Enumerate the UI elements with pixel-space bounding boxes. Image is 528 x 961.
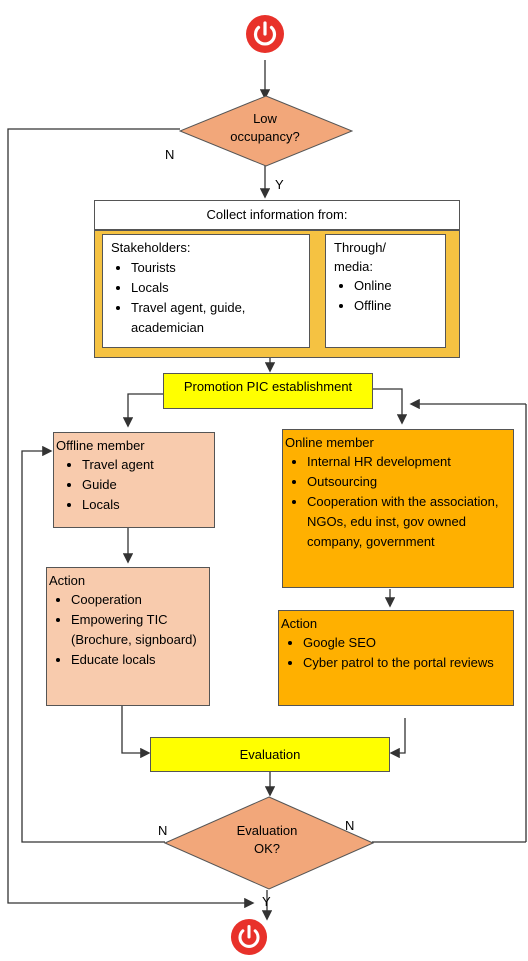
evaluation-label: Evaluation (239, 747, 301, 762)
list-item: Guide (82, 475, 214, 495)
stakeholders-box: Stakeholders: Tourists Locals Travel age… (102, 234, 310, 348)
list-item: Internal HR development (307, 452, 513, 472)
action-left-box: Action Cooperation Empowering TIC (Broch… (46, 567, 210, 706)
online-member-box: Online member Internal HR development Ou… (282, 429, 514, 588)
list-item: Online (354, 276, 445, 296)
collect-title: Collect information from: (206, 207, 348, 222)
promotion-label: Promotion PIC establishment (183, 379, 353, 394)
decision2-line2: OK? (253, 841, 280, 856)
list-item: Offline (354, 296, 445, 316)
list-item: Educate locals (71, 650, 209, 670)
stakeholders-list: Tourists Locals Travel agent, guide, aca… (111, 258, 309, 338)
list-item: Cooperation (71, 590, 209, 610)
list-item: Locals (82, 495, 214, 515)
list-item: Cyber patrol to the portal reviews (303, 653, 503, 673)
decision2-no-left-label: N (158, 823, 168, 838)
list-item: Travel agent (82, 455, 214, 475)
action-right-box: Action Google SEO Cyber patrol to the po… (278, 610, 514, 706)
decision1-no-label: N (165, 147, 175, 162)
promotion-box: Promotion PIC establishment (163, 373, 373, 409)
end-power-icon (230, 918, 268, 956)
stakeholders-title: Stakeholders: (111, 240, 191, 255)
offline-list: Travel agent Guide Locals (56, 455, 214, 515)
action-right-title: Action (281, 616, 318, 631)
list-item: Outsourcing (307, 472, 513, 492)
decision2-line1: Evaluation (236, 823, 298, 838)
action-right-list: Google SEO Cyber patrol to the portal re… (281, 633, 513, 673)
list-item: Google SEO (303, 633, 513, 653)
offline-member-box: Offline member Travel agent Guide Locals (53, 432, 215, 528)
online-list: Internal HR development Outsourcing Coop… (285, 452, 513, 552)
collect-header: Collect information from: (94, 200, 460, 230)
list-item: Locals (131, 278, 309, 298)
decision1-yes-label: Y (275, 177, 284, 192)
offline-title: Offline member (56, 438, 145, 453)
start-power-icon (245, 14, 285, 54)
through-title-2: media: (334, 259, 374, 274)
decision-low-occupancy (179, 95, 353, 167)
decision2-no-right-label: N (345, 818, 355, 833)
through-box: Through/ media: Online Offline (325, 234, 446, 348)
action-left-title: Action (49, 573, 86, 588)
list-item: Empowering TIC (Brochure, signboard) (71, 610, 201, 650)
evaluation-box: Evaluation (150, 737, 390, 772)
decision-evaluation-ok (164, 796, 374, 890)
through-title-1: Through/ (334, 240, 387, 255)
decision1-line1: Low (253, 111, 277, 126)
list-item: Travel agent, guide, academician (131, 298, 301, 338)
decision2-yes-label: Y (262, 894, 271, 909)
online-title: Online member (285, 435, 374, 450)
through-list: Online Offline (334, 276, 445, 316)
decision1-line2: occupancy? (230, 129, 300, 144)
action-left-list: Cooperation Empowering TIC (Brochure, si… (49, 590, 209, 670)
list-item: Cooperation with the association, NGOs, … (307, 492, 507, 552)
list-item: Tourists (131, 258, 309, 278)
